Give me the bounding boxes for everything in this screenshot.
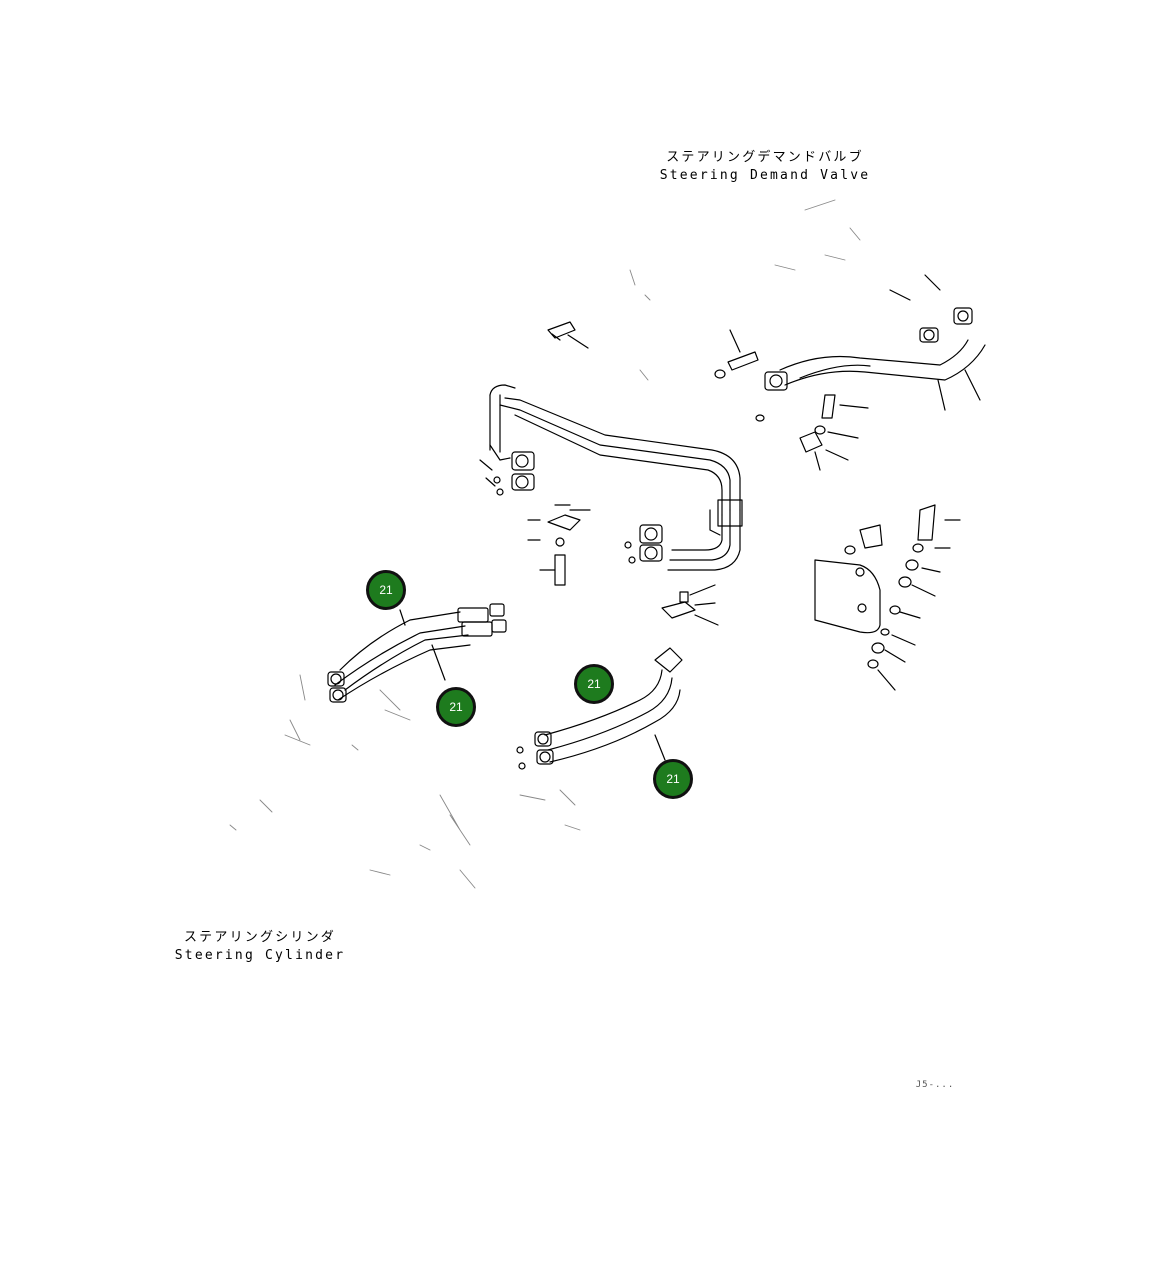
drawing-code: J5-... <box>915 1080 955 1090</box>
part-callout-21[interactable]: 21 <box>653 759 693 799</box>
rigid-tube-upper <box>489 384 743 571</box>
clamp-top <box>547 321 589 349</box>
fittings-lower-tube <box>624 524 663 564</box>
bolts-upper <box>714 329 869 471</box>
demand-valve-label-ja: ステアリングデマンドバルブ <box>666 150 864 165</box>
mounting-bracket <box>814 504 961 691</box>
hose-lower <box>516 647 683 770</box>
clamp-center <box>527 504 591 586</box>
fittings-left <box>479 444 535 496</box>
part-callout-21[interactable]: 21 <box>436 687 476 727</box>
part-callout-21[interactable]: 21 <box>366 570 406 610</box>
cylinder-label-ja: ステアリングシリンダ <box>183 930 336 945</box>
part-callout-21[interactable]: 21 <box>574 664 614 704</box>
cylinder-label-en: Steering Cylinder <box>174 948 346 963</box>
faint-cylinder-parts <box>229 199 861 889</box>
clamp-lower <box>661 584 719 626</box>
hose-left <box>327 603 507 703</box>
hose-upper-right <box>764 274 986 411</box>
demand-valve-label-en: Steering Demand Valve <box>659 168 871 183</box>
